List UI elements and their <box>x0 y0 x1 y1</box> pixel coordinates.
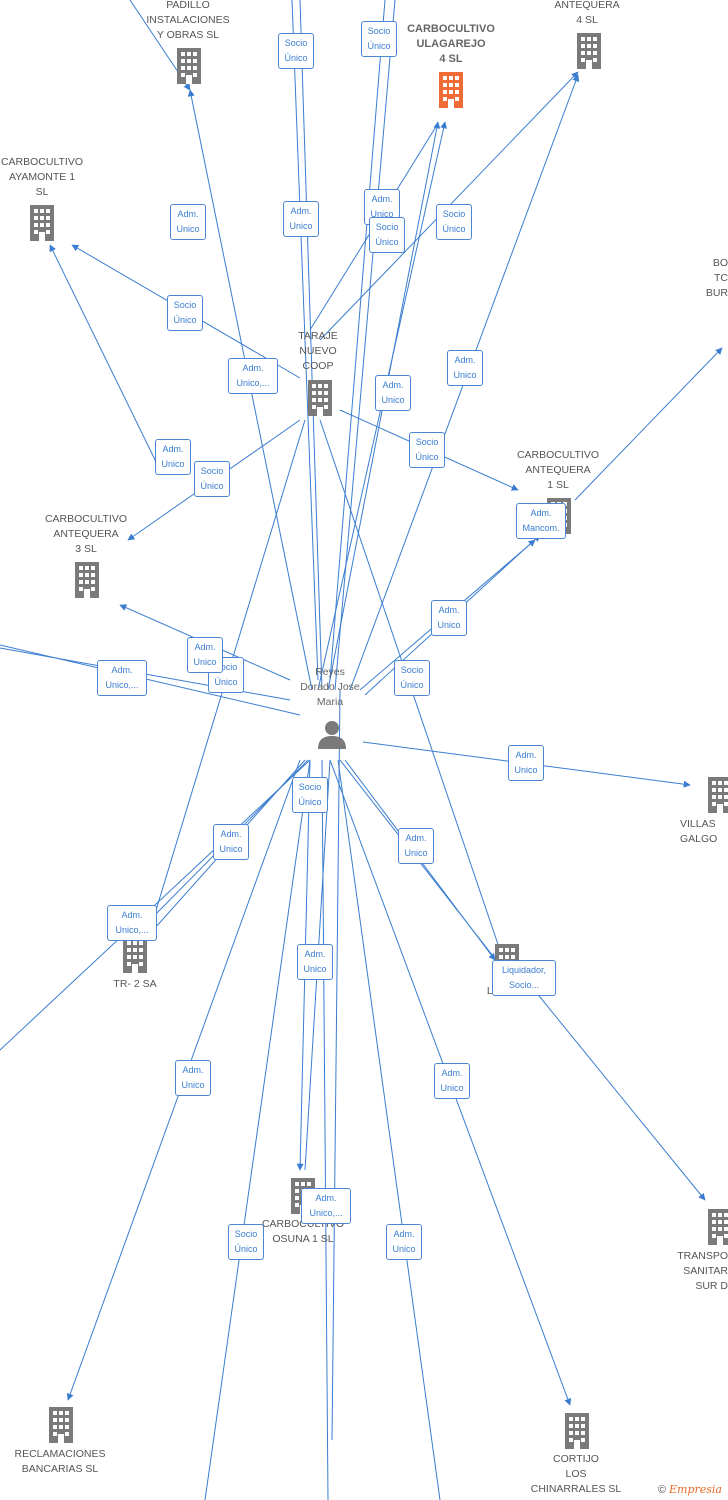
relation-badge[interactable]: Liquidador, Socio... <box>492 960 556 996</box>
relation-badge[interactable]: Adm. Unico <box>508 745 544 781</box>
building-icon-focus[interactable] <box>437 72 465 113</box>
relation-badge[interactable]: Socio Único <box>167 295 203 331</box>
relation-badge[interactable]: Adm. Unico <box>170 204 206 240</box>
relation-badge[interactable]: Adm. Unico <box>213 824 249 860</box>
node-label-transpo[interactable]: TRANSPO SANITAR SUR D <box>677 1250 728 1292</box>
edge-line <box>574 347 723 501</box>
relation-badge[interactable]: Socio Único <box>278 33 314 69</box>
edge-line <box>321 759 329 1500</box>
relation-badge[interactable]: Adm. Unico <box>175 1060 211 1096</box>
edge-line <box>0 644 301 716</box>
node-label-antequera-1[interactable]: CARBOCULTIVO ANTEQUERA 1 SL <box>516 449 600 491</box>
node-label-reyes[interactable]: Reyes Dorado Jose Maria <box>300 666 360 708</box>
relation-badge[interactable]: Adm. Unico <box>283 201 319 237</box>
building-icon[interactable] <box>121 937 149 978</box>
building-icon[interactable] <box>47 1407 75 1448</box>
edge-line <box>331 689 341 1441</box>
edge-line <box>337 759 441 1500</box>
node-label-reclamaciones[interactable]: RECLAMACIONES BANCARIAS SL <box>14 1448 106 1475</box>
edge-line <box>299 0 323 691</box>
copyright-footer: © Empresia <box>658 1483 722 1496</box>
node-label-ayamonte[interactable]: CARBOCULTIVO AYAMONTE 1 SL <box>0 156 84 198</box>
relation-badge[interactable]: Socio Único <box>361 21 397 57</box>
building-icon[interactable] <box>306 380 334 421</box>
edge-line <box>329 0 386 681</box>
building-icon[interactable] <box>73 562 101 603</box>
relation-badge[interactable]: Socio Único <box>194 461 230 497</box>
relation-badge[interactable]: Adm. Unico <box>375 375 411 411</box>
relation-badge[interactable]: Adm. Unico <box>187 637 223 673</box>
person-icon[interactable] <box>316 718 348 755</box>
node-label-ulagarejo[interactable]: CARBOCULTIVO ULAGAREJO 4 SL <box>407 23 495 65</box>
edge-line <box>291 0 319 681</box>
building-icon[interactable] <box>28 205 56 246</box>
building-icon[interactable] <box>175 48 203 89</box>
node-label-antequera-4[interactable]: ANTEQUERA 4 SL <box>554 0 620 26</box>
node-label-padillo[interactable]: PADILLO INSTALACIONES Y OBRAS SL <box>146 0 230 41</box>
relation-badge[interactable]: Socio Único <box>228 1224 264 1260</box>
relation-badge[interactable]: Adm. Unico,... <box>97 660 147 696</box>
building-icon[interactable] <box>706 1209 728 1250</box>
node-label-bo[interactable]: BO TC BUR <box>705 257 728 299</box>
relation-badge[interactable]: Adm. Unico,... <box>301 1188 351 1224</box>
edge-line <box>517 969 706 1201</box>
relation-badge[interactable]: Socio Único <box>394 660 430 696</box>
node-label-taraje[interactable]: TARAJE NUEVO COOP <box>298 330 338 372</box>
building-icon[interactable] <box>563 1413 591 1454</box>
node-label-tr2[interactable]: TR- 2 SA <box>113 978 157 990</box>
relation-badge[interactable]: Adm. Mancom. <box>516 503 566 539</box>
relation-badge[interactable]: Adm. Unico <box>431 600 467 636</box>
relation-badge[interactable]: Adm. Unico,... <box>228 358 278 394</box>
relation-badge[interactable]: Adm. Unico <box>398 828 434 864</box>
relation-badge[interactable]: Socio Único <box>292 777 328 813</box>
relation-badge[interactable]: Adm. Unico <box>447 350 483 386</box>
relation-badge[interactable]: Adm. Unico <box>155 439 191 475</box>
relation-badge[interactable]: Adm. Unico <box>297 944 333 980</box>
brand-logo[interactable]: Empresia <box>669 1483 722 1496</box>
relation-badge[interactable]: Socio Único <box>409 432 445 468</box>
node-label-cortijo[interactable]: CORTIJO LOS CHINARRALES SL <box>530 1453 622 1495</box>
relation-badge[interactable]: Adm. Unico <box>386 1224 422 1260</box>
edge-line <box>204 759 311 1500</box>
relation-badge[interactable]: Socio Único <box>369 217 405 253</box>
edge-line <box>49 244 161 471</box>
relation-badge[interactable]: Adm. Unico,... <box>107 905 157 941</box>
copyright-symbol: © <box>657 1484 666 1496</box>
relation-badge[interactable]: Adm. Unico <box>434 1063 470 1099</box>
relation-badge[interactable]: Socio Único <box>436 204 472 240</box>
node-label-antequera-3[interactable]: CARBOCULTIVO ANTEQUERA 3 SL <box>44 513 128 555</box>
building-icon[interactable] <box>706 777 728 818</box>
building-icon[interactable] <box>575 33 603 74</box>
node-label-villas[interactable]: VILLAS GALGO <box>680 818 718 845</box>
edge-line <box>334 0 396 691</box>
